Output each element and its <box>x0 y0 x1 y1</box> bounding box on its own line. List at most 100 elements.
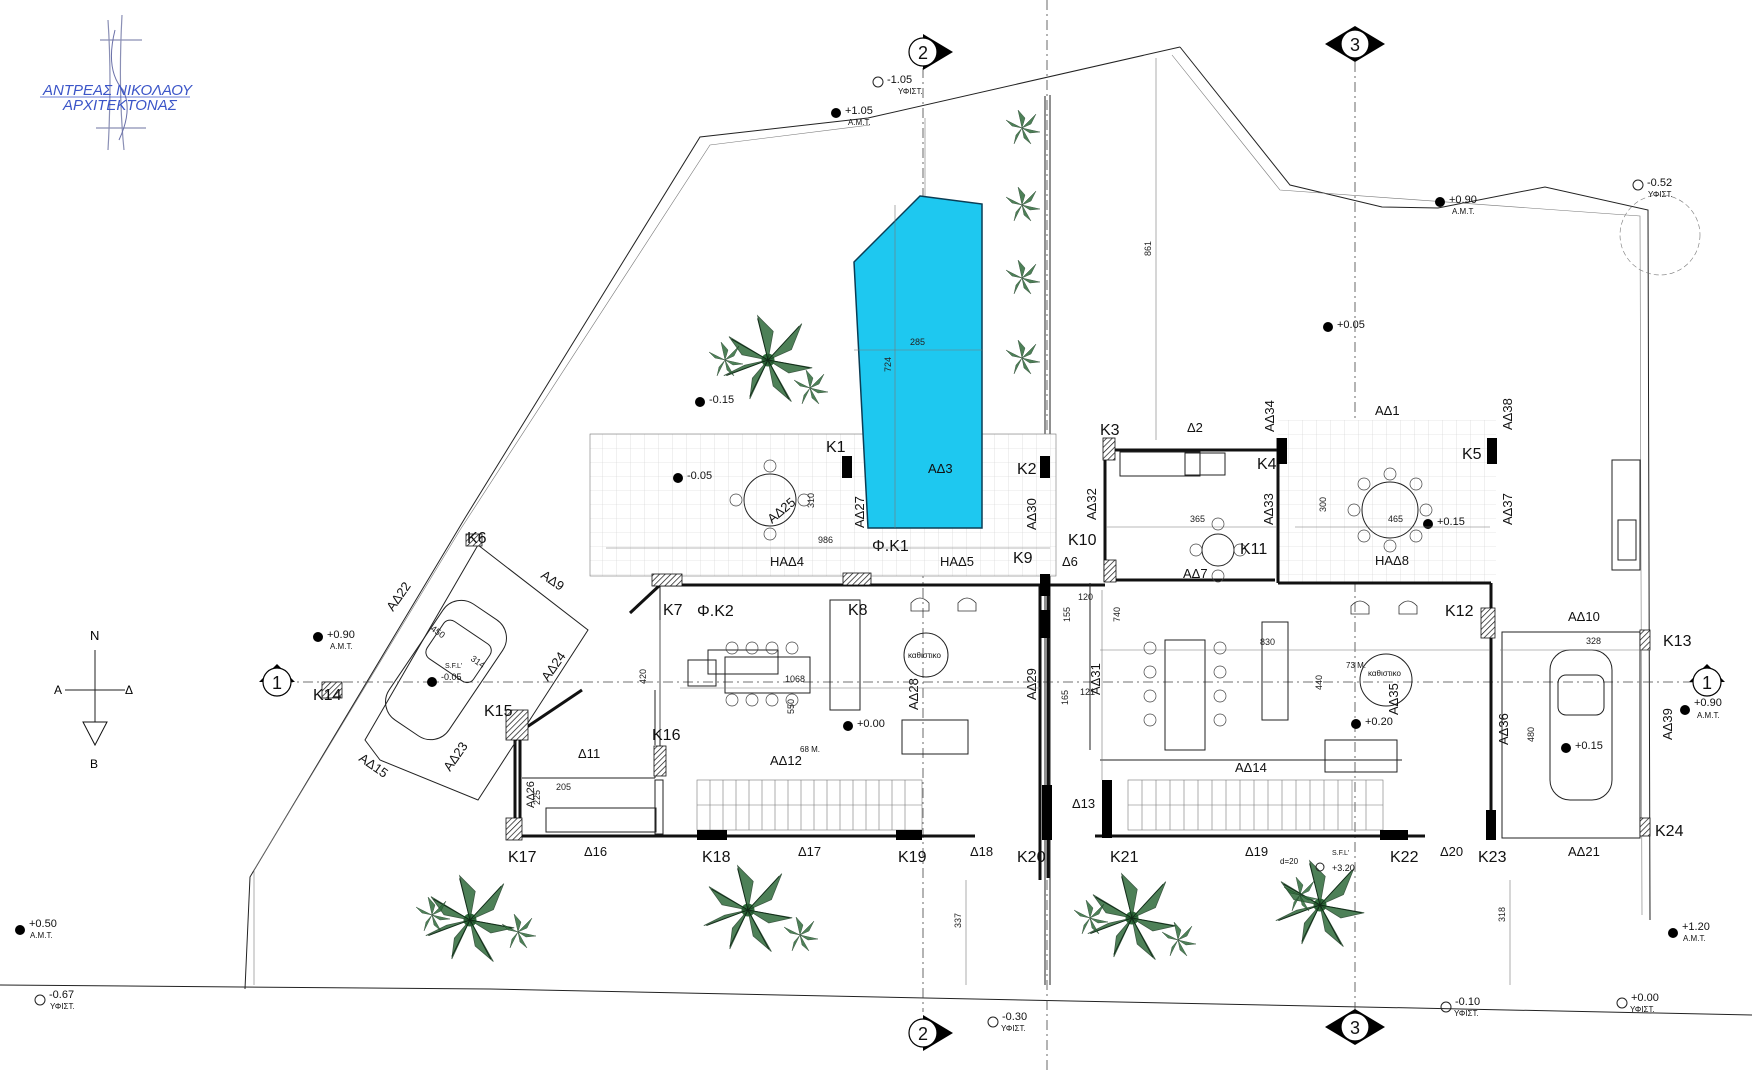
section-delta-right: Δ <box>125 683 133 697</box>
grid-bubble-1-left: 1 <box>259 664 295 697</box>
level-marker: +0.90Α.Μ.Τ. <box>313 629 355 651</box>
swimming-pool <box>853 195 983 529</box>
wall-d6: Δ6 <box>1062 554 1078 569</box>
svg-text:-0.05: -0.05 <box>441 672 462 682</box>
structural-columns <box>321 437 1651 841</box>
section-b-bottom: B <box>90 757 98 771</box>
wall-ad26: ΑΔ26 <box>525 781 537 808</box>
svg-text:Α.Μ.Τ.: Α.Μ.Τ. <box>1697 711 1720 720</box>
label-k19: K19 <box>898 849 927 866</box>
svg-text:+0.00: +0.00 <box>1631 992 1659 1004</box>
svg-text:ΥΦΙΣΤ.: ΥΦΙΣΤ. <box>898 87 923 96</box>
wall-ad30: ΑΔ30 <box>1024 498 1039 530</box>
svg-text:1: 1 <box>1702 673 1712 693</box>
level-marker: +0.05 <box>1323 319 1365 332</box>
wall-ad22: ΑΔ22 <box>383 579 414 614</box>
wall-d11: Δ11 <box>578 746 600 761</box>
dimension-lines <box>606 58 1650 985</box>
label-k6: K6 <box>467 530 487 547</box>
dim: 861 <box>1143 241 1153 256</box>
dim: 480 <box>1526 727 1536 742</box>
wall-ad33: ΑΔ33 <box>1261 493 1276 525</box>
logo-line2: ΑΡΧΙΤΕΚΤΟΝΑΣ <box>62 97 178 114</box>
dim: 300 <box>1318 497 1328 512</box>
wall-ad36: ΑΔ36 <box>1496 713 1511 745</box>
dim: 337 <box>953 913 963 928</box>
svg-text:+3.20: +3.20 <box>1332 863 1355 873</box>
car-port-west <box>364 544 589 801</box>
label-k7: K7 <box>663 602 683 619</box>
svg-text:+0.50: +0.50 <box>29 918 57 930</box>
tiled-terrace-east <box>1278 420 1496 582</box>
label-fk1: Φ.Κ1 <box>872 538 909 555</box>
wall-ad38: ΑΔ38 <box>1500 398 1515 430</box>
label-k21: K21 <box>1110 849 1139 866</box>
svg-text:-0.67: -0.67 <box>49 989 74 1001</box>
dim: 165 <box>1060 690 1070 705</box>
svg-text:+0.20: +0.20 <box>1365 716 1393 728</box>
wall-ad29: ΑΔ29 <box>1024 668 1039 700</box>
svg-text:+0.05: +0.05 <box>1337 319 1365 331</box>
svg-text:+0.00: +0.00 <box>857 718 885 730</box>
label-k18: K18 <box>702 849 731 866</box>
label-k10: K10 <box>1068 532 1097 549</box>
grid-bubble-2-bottom: 2 <box>908 1015 953 1051</box>
dim: 724 <box>883 357 893 372</box>
label-k23: K23 <box>1478 849 1507 866</box>
label-kathistiko-east: καθιστικο <box>1368 669 1402 678</box>
wall-ad12: ΑΔ12 <box>770 753 802 768</box>
west-building <box>513 583 1042 880</box>
north-label: N <box>90 628 99 643</box>
dim: 328 <box>1586 636 1601 646</box>
svg-text:ΥΦΙΣΤ.: ΥΦΙΣΤ. <box>1630 1005 1655 1014</box>
grid-bubble-2-top: 2 <box>908 34 953 70</box>
wall-ad3: ΑΔ3 <box>928 461 953 476</box>
svg-text:-0.05: -0.05 <box>687 470 712 482</box>
level-marker: +1.20Α.Μ.Τ. <box>1668 921 1710 943</box>
svg-text:+0.90: +0.90 <box>1694 697 1722 709</box>
wall-d17: Δ17 <box>798 844 821 859</box>
svg-text:-0.30: -0.30 <box>1002 1011 1027 1023</box>
svg-text:+0.90: +0.90 <box>327 629 355 641</box>
dim: 155 <box>1062 607 1072 622</box>
label-kathistiko-west: καθιστικο <box>908 651 942 660</box>
dim: 465 <box>1388 514 1403 524</box>
label-k11: K11 <box>1240 541 1267 558</box>
tiled-terrace <box>590 434 1056 576</box>
level-marker: +0.50Α.Μ.Τ. <box>15 918 57 940</box>
svg-text:+0.90: +0.90 <box>1449 194 1477 206</box>
level-marker: +0.20 <box>1351 716 1393 729</box>
dim: 1068 <box>785 674 805 684</box>
dim: 285 <box>910 337 925 347</box>
wall-d2: Δ2 <box>1187 420 1203 435</box>
wall-ad27: ΑΔ27 <box>852 496 867 528</box>
dim: 310 <box>806 493 816 508</box>
label-k16: K16 <box>652 727 681 744</box>
label-k22: K22 <box>1390 849 1419 866</box>
svg-text:Α.Μ.Τ.: Α.Μ.Τ. <box>1452 207 1475 216</box>
wall-ad39: ΑΔ39 <box>1660 708 1675 740</box>
dim: 830 <box>1260 637 1275 647</box>
dimension-labels: 861 285 724 986 310 365 300 465 450 314 … <box>429 241 1601 928</box>
level-marker: -0.05 <box>427 672 462 687</box>
dim: 205 <box>556 782 571 792</box>
dim: 740 <box>1112 607 1122 622</box>
label-k14: K14 <box>313 687 342 704</box>
svg-text:ΥΦΙΣΤ.: ΥΦΙΣΤ. <box>1648 190 1673 199</box>
svg-text:3: 3 <box>1350 1018 1360 1038</box>
wall-d16: Δ16 <box>584 844 607 859</box>
svg-text:-0.10: -0.10 <box>1455 996 1480 1008</box>
dim: 225 <box>532 790 542 805</box>
wall-ad37: ΑΔ37 <box>1500 493 1515 525</box>
label-k12: K12 <box>1445 603 1474 620</box>
wall-had8: ΗΑΔ8 <box>1375 553 1409 568</box>
wall-ad23: ΑΔ23 <box>440 739 471 774</box>
dim: 318 <box>1497 907 1507 922</box>
dim: 420 <box>638 669 648 684</box>
wall-ad10: ΑΔ10 <box>1568 609 1600 624</box>
label-k17: K17 <box>508 849 537 866</box>
